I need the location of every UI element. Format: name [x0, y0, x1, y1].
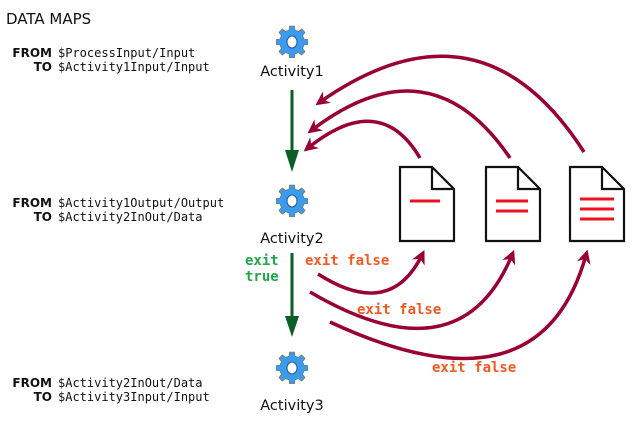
flow-arrow-1-to-2 [285, 90, 299, 172]
exit-arrow-to-doc2 [309, 249, 516, 331]
from-keyword: FROM [12, 46, 52, 60]
flow-arrow-2-to-3 [285, 253, 299, 337]
activity-2-label: Activity2 [260, 231, 324, 247]
exit-false-label-1: exit false [305, 253, 390, 269]
exit-false-label-2: exit false [357, 302, 442, 318]
data-map-3: FROM $Activity2InOut/Data TO $Activity3Inp… [8, 376, 210, 404]
loop-arrow-doc2-to-activity2 [307, 89, 512, 159]
loop-arrow-doc1-to-activity2 [303, 119, 422, 159]
exit-true-line-2: true [245, 269, 279, 285]
gear-icon[interactable] [276, 183, 308, 217]
activity-1-label: Activity1 [260, 64, 324, 80]
from-keyword: FROM [12, 196, 52, 210]
exit-true-line-1: exit [245, 253, 279, 269]
to-keyword: TO [33, 390, 52, 404]
to-path: $Activity1Input/Input [58, 60, 210, 74]
document-icon[interactable] [484, 165, 542, 243]
from-path: $Activity1Output/Output [58, 196, 225, 210]
activity-3-label: Activity3 [260, 398, 324, 414]
from-path: $ProcessInput/Input [58, 46, 196, 60]
to-keyword: TO [33, 60, 52, 74]
document-icon[interactable] [568, 165, 626, 243]
page-title: DATA MAPS [6, 10, 92, 28]
from-path: $Activity2InOut/Data [58, 376, 203, 390]
gear-icon[interactable] [276, 24, 308, 58]
exit-false-label-3: exit false [432, 360, 517, 376]
to-path: $Activity3Input/Input [58, 390, 210, 404]
data-map-2: FROM $Activity1Output/Output TO $Activity2… [8, 196, 224, 224]
from-keyword: FROM [12, 376, 52, 390]
data-map-1: FROM $ProcessInput/Input TO $Activity1Inpu… [8, 46, 210, 74]
gear-icon[interactable] [276, 350, 308, 384]
to-path: $Activity2InOut/Data [58, 210, 203, 224]
loop-arrow-doc3-to-activity2 [315, 54, 586, 153]
exit-true-label: exit true [245, 253, 279, 285]
to-keyword: TO [33, 210, 52, 224]
document-icon[interactable] [398, 165, 456, 243]
exit-arrow-to-doc3 [329, 249, 591, 361]
exit-arrow-to-doc1 [317, 249, 425, 295]
